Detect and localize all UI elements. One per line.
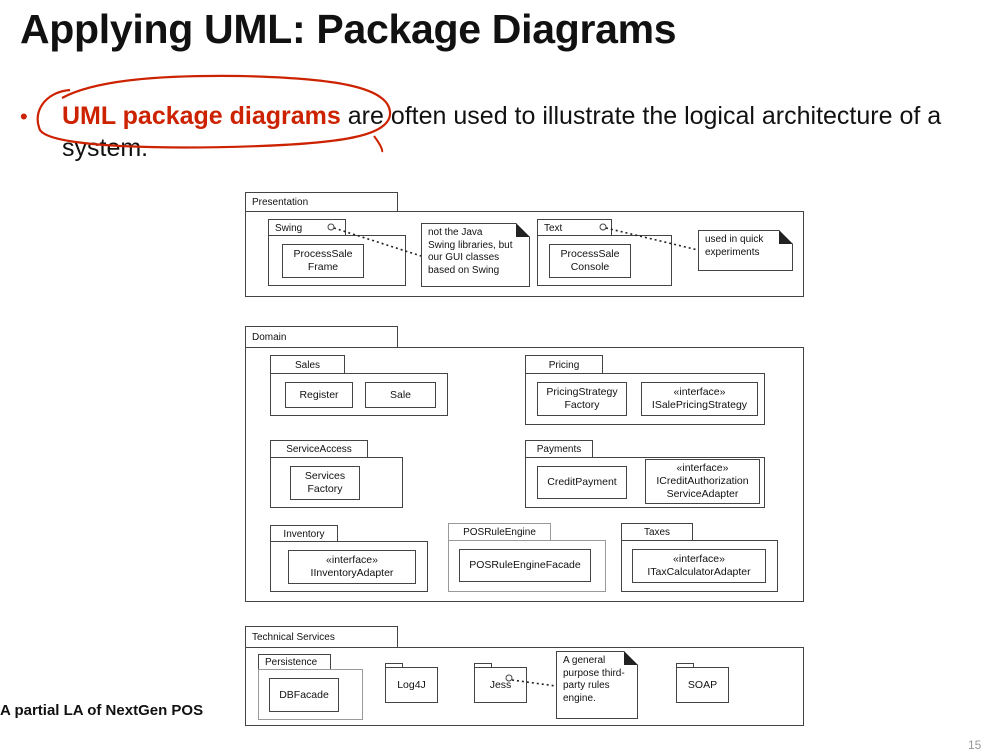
pricing-package-tab: Pricing	[525, 355, 603, 374]
class-dbfacade: DBFacade	[269, 678, 339, 712]
class-creditpayment: CreditPayment	[537, 466, 627, 499]
class-processsale-frame: ProcessSale Frame	[282, 244, 364, 278]
jess-package-tab	[474, 663, 492, 668]
page-number: 15	[968, 738, 982, 752]
class-processsale-console: ProcessSale Console	[549, 244, 631, 278]
jess-package: Jess	[474, 667, 527, 703]
log4j-package: Log4J	[385, 667, 438, 703]
class-itaxcalculatoradapter: «interface» ITaxCalculatorAdapter	[632, 549, 766, 583]
soap-package-tab	[676, 663, 694, 668]
class-isalepricingstrategy: «interface» ISalePricingStrategy	[641, 382, 758, 416]
class-pricingstrategy-factory: PricingStrategy Factory	[537, 382, 627, 416]
taxes-package-tab: Taxes	[621, 523, 693, 541]
persistence-package-tab: Persistence	[258, 654, 331, 670]
class-iinventoryadapter: «interface» IInventoryAdapter	[288, 550, 416, 584]
bullet-marker: •	[20, 104, 28, 129]
payments-package-tab: Payments	[525, 440, 593, 458]
presentation-package-tab: Presentation	[245, 192, 398, 212]
bullet-highlight: UML package diagrams	[62, 102, 341, 130]
class-services-factory: Services Factory	[290, 466, 360, 500]
text-package-label: Text	[544, 222, 563, 234]
technical-services-package-tab: Technical Services	[245, 626, 398, 648]
note-jess: A general purpose third- party rules eng…	[556, 651, 638, 719]
class-register: Register	[285, 382, 353, 408]
swing-package-tab: Swing	[268, 219, 346, 236]
text-package-tab: Text	[537, 219, 612, 236]
note-swing: not the Java Swing libraries, but our GU…	[421, 223, 530, 287]
bullet-text: UML package diagrams are often used to i…	[62, 100, 992, 164]
log4j-package-tab	[385, 663, 403, 668]
slide-title: Applying UML: Package Diagrams	[20, 6, 677, 52]
diagram-caption: A partial LA of NextGen POS	[0, 702, 204, 719]
class-posruleenginefacade: POSRuleEngineFacade	[459, 549, 591, 582]
inventory-package-tab: Inventory	[270, 525, 338, 542]
posruleengine-package-tab: POSRuleEngine	[448, 523, 551, 541]
serviceaccess-package-tab: ServiceAccess	[270, 440, 368, 458]
domain-package-tab: Domain	[245, 326, 398, 348]
class-sale: Sale	[365, 382, 436, 408]
soap-package: SOAP	[676, 667, 729, 703]
swing-package-label: Swing	[275, 222, 303, 234]
sales-package-tab: Sales	[270, 355, 345, 374]
class-icreditauthorizationserviceadapter: «interface» ICreditAuthorization Service…	[645, 459, 760, 504]
note-text: used in quick experiments	[698, 230, 793, 271]
